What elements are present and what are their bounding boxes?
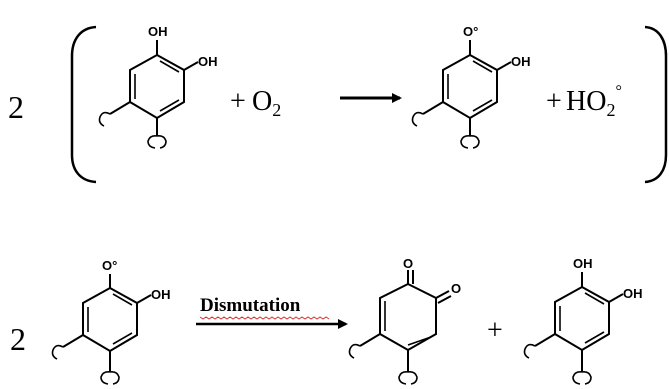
hydroxyl-label: OH: [511, 54, 531, 69]
aromatic-bond: [584, 292, 605, 305]
wavy-bond: [100, 371, 111, 385]
wavy-bond: [411, 111, 424, 127]
wavy-bond: [109, 371, 120, 385]
wavy-bond: [460, 135, 471, 149]
left-bracket: [70, 25, 97, 184]
aromatic-bond: [112, 332, 133, 345]
carbonyl-oxygen-label: O: [403, 256, 413, 271]
quinone-ring: [379, 282, 437, 352]
wavy-bond: [51, 344, 64, 360]
catechol-reactant: OH OH: [98, 24, 218, 149]
wavy-bond: [398, 371, 409, 385]
oh-bond: [136, 294, 152, 304]
aromatic-bond: [159, 99, 180, 112]
quinone-product: O O: [348, 256, 461, 385]
carbonyl-bond: [437, 295, 452, 304]
hydroxyl-label: OH: [623, 286, 643, 301]
benzene-ring: [82, 286, 138, 353]
wavy-bond: [523, 343, 536, 359]
dismutation-label: Dismutation: [200, 295, 301, 316]
wavy-bond: [581, 371, 592, 385]
hydroperoxyl-formula: HO2°: [566, 83, 622, 120]
semiquinone-reactant: O° OH: [51, 258, 171, 385]
benzene-ring: [554, 285, 610, 352]
reaction-1-coefficient: 2: [8, 89, 24, 125]
chain-bond: [62, 334, 84, 348]
chain-bond: [534, 333, 556, 347]
carbonyl-bond: [435, 290, 450, 299]
carbonyl-oxygen-label: O: [451, 281, 461, 296]
aromatic-bond: [472, 60, 493, 73]
spellcheck-underline: [199, 316, 330, 320]
oxy-radical-label: O°: [463, 24, 478, 39]
catechol-product: OH OH: [523, 256, 643, 385]
benzene-ring: [129, 53, 185, 120]
wavy-bond: [147, 135, 158, 149]
oxygen-formula: O2: [252, 86, 281, 120]
oh-bond: [496, 61, 512, 71]
double-bond: [407, 336, 432, 346]
plus-sign: +: [487, 315, 503, 346]
wavy-bond: [156, 135, 167, 149]
plus-sign: +: [230, 86, 246, 117]
oh-bond: [608, 293, 624, 303]
hydroxyl-label: OH: [148, 24, 168, 39]
hydroxyl-label: OH: [151, 287, 171, 302]
chain-bond: [109, 101, 131, 115]
aromatic-bond: [159, 60, 180, 73]
chain-bond: [359, 333, 381, 347]
hydroxyl-label: OH: [198, 54, 218, 69]
reaction-2: 2 O° OH Dismutation: [10, 256, 643, 385]
semiquinone-product: O° OH: [411, 24, 531, 149]
reaction-2-coefficient: 2: [10, 321, 26, 357]
oh-bond: [183, 61, 199, 71]
plus-sign: +: [546, 86, 562, 117]
wavy-bond: [572, 371, 583, 385]
wavy-bond: [407, 371, 418, 385]
wavy-bond: [98, 111, 111, 127]
chain-bond: [422, 101, 444, 115]
benzene-ring: [442, 53, 498, 120]
reaction-1: 2 OH OH + O2: [8, 24, 668, 184]
aromatic-bond: [472, 99, 493, 112]
aromatic-bond: [584, 331, 605, 344]
hydroxyl-label: OH: [573, 256, 593, 271]
wavy-bond: [348, 343, 361, 359]
aromatic-bond: [112, 293, 133, 306]
oxy-radical-label: O°: [102, 258, 117, 273]
wavy-bond: [469, 135, 480, 149]
right-bracket: [644, 25, 668, 184]
